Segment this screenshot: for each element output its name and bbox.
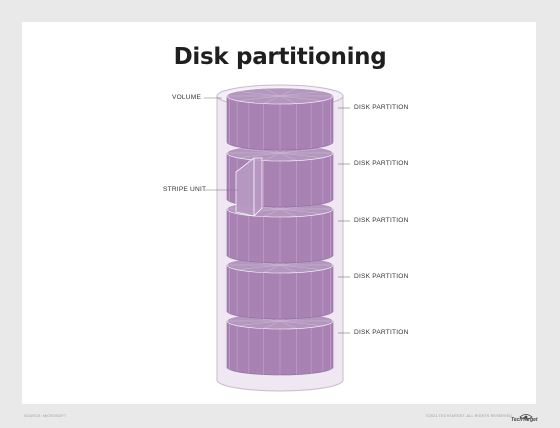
brand-name: TechTarget (511, 417, 538, 423)
disk-partition-5 (226, 312, 334, 376)
stripe-unit-label: STRIPE UNIT (163, 186, 207, 193)
disk-partition-label-5: DISK PARTITION (354, 329, 409, 336)
disk-partition-label-1: DISK PARTITION (354, 104, 409, 111)
leader-lines (204, 97, 350, 334)
copyright-note: ©2021 TECHTARGET. ALL RIGHTS RESERVED (426, 414, 513, 418)
volume-label: VOLUME (172, 94, 202, 101)
techtarget-logo: TechTarget (511, 408, 541, 424)
disk-partition-label-2: DISK PARTITION (354, 160, 409, 167)
disk-partition-stack (226, 87, 334, 376)
page-title: Disk partitioning (173, 44, 387, 70)
eye-icon (519, 414, 533, 420)
source-note: SOURCE: MICROSOFT (24, 414, 67, 418)
stripe-unit-shape (235, 157, 263, 217)
disk-partition-label-4: DISK PARTITION (354, 273, 409, 280)
disk-partition-4 (226, 256, 334, 320)
disk-partition-1 (226, 87, 334, 151)
disk-partition-label-3: DISK PARTITION (354, 217, 409, 224)
